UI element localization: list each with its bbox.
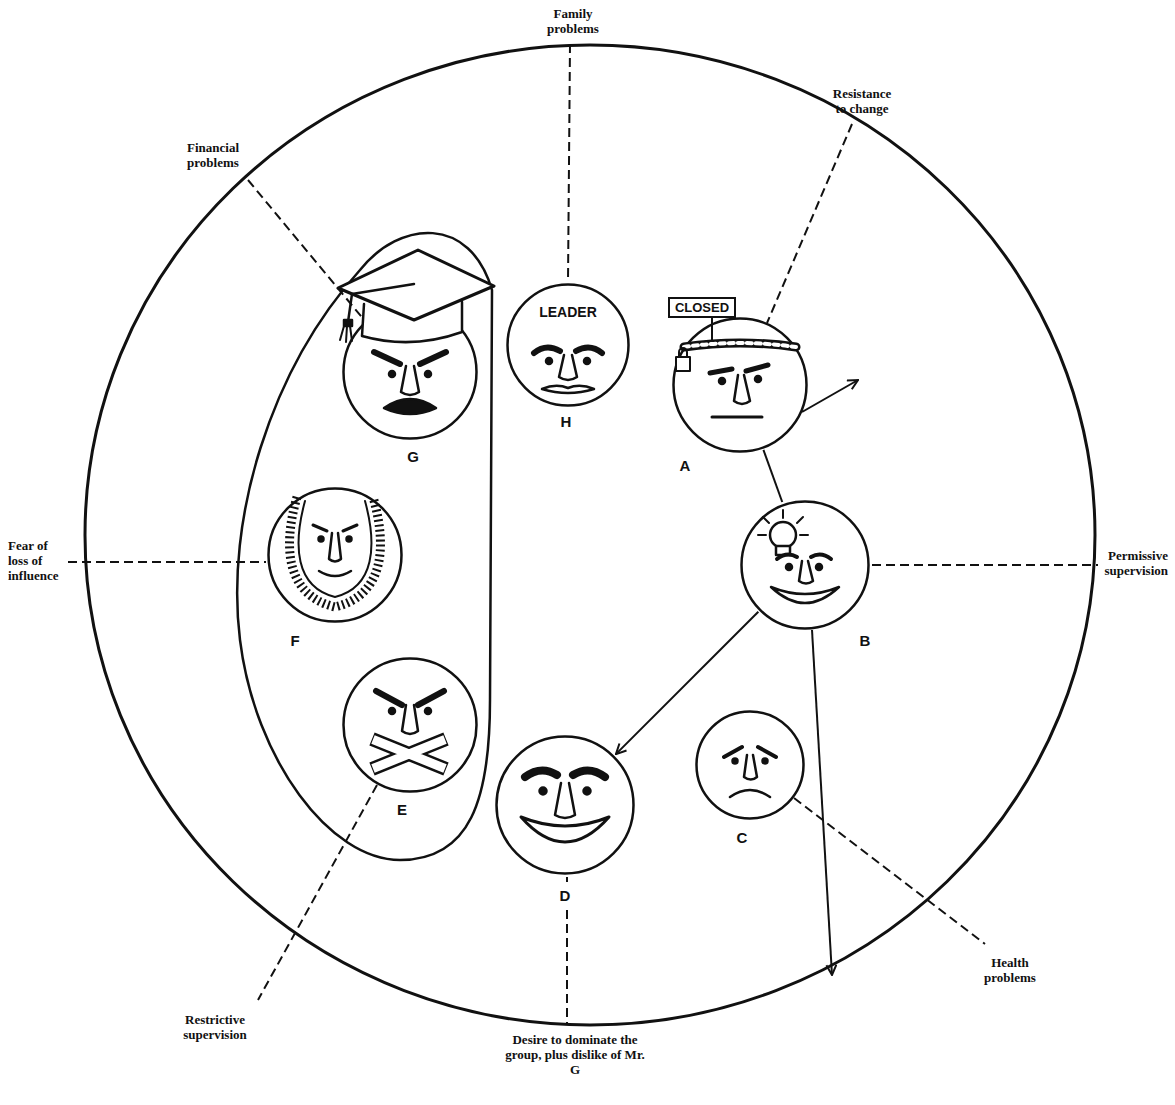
face-b xyxy=(758,510,839,603)
face-circle: CLOSEDA xyxy=(672,317,808,453)
face-circle: E xyxy=(342,657,478,793)
face-circle: LEADERH xyxy=(506,283,630,407)
person-letter: A xyxy=(680,457,691,474)
circle-outline xyxy=(497,737,634,874)
face-c xyxy=(724,747,776,797)
circle-outline xyxy=(267,487,403,623)
role-text: LEADER xyxy=(539,304,597,320)
cause-label: Family problems xyxy=(533,6,613,36)
circle-outline xyxy=(495,735,635,875)
circle-outline xyxy=(269,489,402,622)
face-f xyxy=(290,497,381,607)
circle-outline xyxy=(342,657,478,793)
cause-label: Resistance to change xyxy=(827,86,897,116)
person-letter: G xyxy=(407,448,419,465)
cause-label: Financial problems xyxy=(177,140,249,170)
cause-label: Restrictive supervision xyxy=(170,1012,260,1042)
person-letter: B xyxy=(860,632,871,649)
cause-label: Permissive supervision xyxy=(1078,548,1168,578)
circle-outline xyxy=(344,659,477,792)
influence-arrow xyxy=(763,450,782,502)
clique-loop xyxy=(237,233,492,860)
face-circle: D xyxy=(495,735,635,875)
face-circle: C xyxy=(695,710,805,820)
circle-outline xyxy=(506,283,630,407)
cause-label: Fear of loss of influence xyxy=(8,538,70,583)
circle-outline xyxy=(342,304,478,440)
face-a xyxy=(676,318,796,417)
sign-text: CLOSED xyxy=(668,297,736,318)
group-circle xyxy=(85,45,1095,1025)
face-g xyxy=(338,250,494,414)
circle-outline xyxy=(697,712,804,819)
circle-outline xyxy=(740,500,870,630)
person-letter: D xyxy=(560,887,571,904)
influence-arrow xyxy=(616,612,758,754)
face-circle: B xyxy=(740,500,870,630)
circle-outline xyxy=(508,285,629,406)
face-e xyxy=(372,691,446,769)
face-circle: G xyxy=(342,304,478,440)
free-arrows xyxy=(802,380,858,975)
circle-outline xyxy=(344,306,477,439)
circle-outline xyxy=(695,710,805,820)
leader-lines xyxy=(68,44,1098,1024)
cause-label: Health problems xyxy=(975,955,1045,985)
person-letter: E xyxy=(397,801,407,818)
face-circle: F xyxy=(267,487,403,623)
face-d xyxy=(521,770,609,842)
person-letter: H xyxy=(561,413,572,430)
circle-outline xyxy=(674,319,807,452)
circle-outline xyxy=(672,317,808,453)
cause-label: Desire to dominate the group, plus disli… xyxy=(505,1032,645,1077)
circle-outline xyxy=(742,502,869,629)
person-letter: C xyxy=(737,829,748,846)
face-h xyxy=(534,347,602,393)
person-letter: F xyxy=(290,632,299,649)
